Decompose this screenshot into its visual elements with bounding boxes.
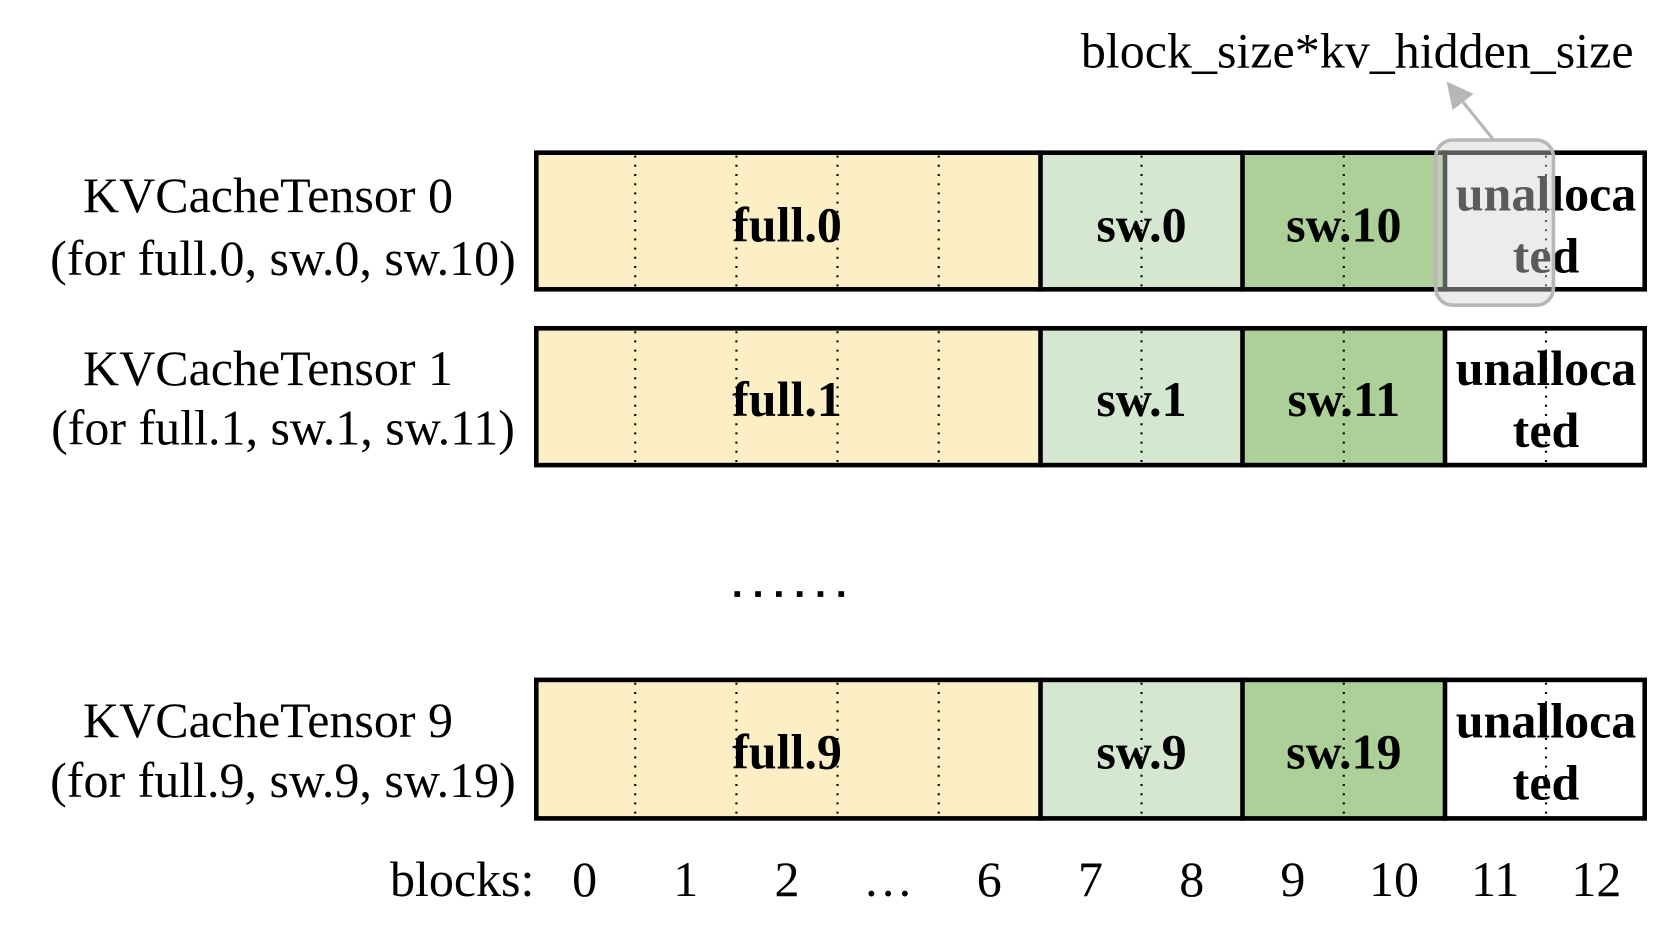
svg-text:block_size*kv_hidden_size: block_size*kv_hidden_size <box>1081 23 1634 79</box>
svg-text:sw.9: sw.9 <box>1096 724 1186 780</box>
svg-text:(for full.9, sw.9, sw.19): (for full.9, sw.9, sw.19) <box>50 752 516 808</box>
svg-text:(for full.0, sw.0, sw.10): (for full.0, sw.0, sw.10) <box>50 230 516 286</box>
svg-text:8: 8 <box>1179 851 1204 907</box>
svg-text:(for full.1, sw.1, sw.11): (for full.1, sw.1, sw.11) <box>51 399 515 455</box>
svg-text:unalloca: unalloca <box>1456 340 1637 396</box>
svg-text:sw.11: sw.11 <box>1288 371 1401 427</box>
svg-text:1: 1 <box>673 851 698 907</box>
svg-text:ted: ted <box>1513 228 1580 284</box>
svg-text:full.0: full.0 <box>732 197 842 253</box>
svg-text:ted: ted <box>1513 755 1580 811</box>
svg-text:full.1: full.1 <box>732 371 842 427</box>
svg-text:11: 11 <box>1471 851 1519 907</box>
svg-text:2: 2 <box>775 851 800 907</box>
svg-text:6: 6 <box>977 851 1002 907</box>
svg-text:sw.10: sw.10 <box>1286 197 1401 253</box>
svg-text:KVCacheTensor 0: KVCacheTensor 0 <box>83 167 453 223</box>
svg-text:7: 7 <box>1078 851 1103 907</box>
svg-text:KVCacheTensor 1: KVCacheTensor 1 <box>83 340 453 396</box>
svg-text:sw.0: sw.0 <box>1096 197 1186 253</box>
svg-text:…: … <box>863 851 913 907</box>
svg-text:9: 9 <box>1280 851 1305 907</box>
svg-text:ted: ted <box>1513 402 1580 458</box>
svg-text:sw.19: sw.19 <box>1286 724 1401 780</box>
svg-text:blocks:: blocks: <box>390 851 534 907</box>
svg-text:10: 10 <box>1369 851 1419 907</box>
svg-text:sw.1: sw.1 <box>1096 371 1186 427</box>
svg-text:unalloca: unalloca <box>1456 165 1637 221</box>
svg-text:unalloca: unalloca <box>1456 692 1637 748</box>
svg-text:12: 12 <box>1571 851 1621 907</box>
svg-text:KVCacheTensor 9: KVCacheTensor 9 <box>83 692 453 748</box>
svg-text:0: 0 <box>572 851 597 907</box>
svg-text:full.9: full.9 <box>732 724 842 780</box>
